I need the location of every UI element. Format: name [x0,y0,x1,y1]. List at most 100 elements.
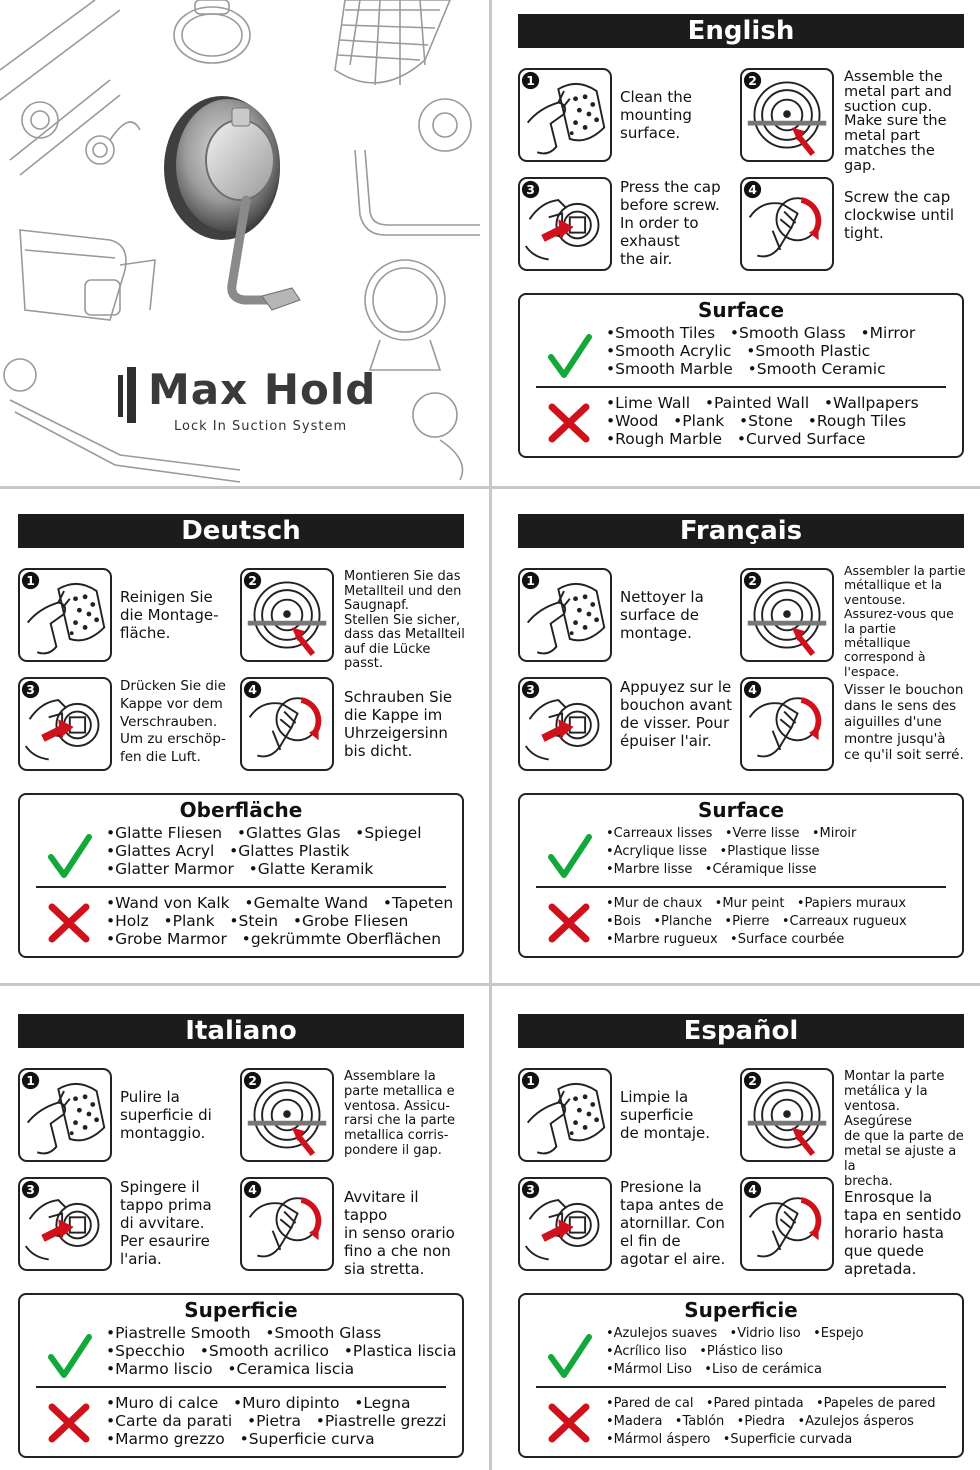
suitable-surface-item: •Marmo liscio •Ceramica liscia [106,1359,355,1378]
wipe-surface-icon: 1 [21,571,106,655]
suitable-surfaces-list: •Azulejos suaves •Vidrio liso •Espejo•Ac… [606,1325,864,1379]
suitable-surface-item: •Carreaux lisses •Verre lisse •Miroir [606,826,857,841]
surface-divider [536,1386,946,1388]
step-1-text: Limpie la superficie de montaje. [620,1088,711,1142]
suitable-surface-item: •Glatte Fliesen •Glattes Glas •Spiegel [106,824,422,842]
screw-cap-icon: 4 [743,680,822,758]
horizontal-divider [0,983,980,986]
step-number-badge [521,680,540,699]
assemble-metal-part-icon: 2 [243,571,327,657]
step-number-badge [21,680,40,699]
step-number-badge [243,571,262,590]
assemble-metal-part-icon: 2 [243,1071,327,1157]
press-cap-icon: 3 [21,1180,100,1261]
checkmark-icon [548,833,592,883]
step-number: 2 [248,1073,257,1088]
surface-title: Oberfläche [179,798,303,822]
suitable-surface-item: •Smooth Tiles •Smooth Glass •Mirror [606,324,916,342]
step-3-illustration: 3 [518,1177,612,1271]
step-number: 2 [748,573,757,588]
step-number-badge [21,1180,40,1199]
unsuitable-surface-item: •Muro di calce •Muro dipinto •Legna [106,1394,411,1412]
surface-divider [536,386,946,388]
step-number-badge [743,1071,762,1090]
step-4-illustration: 4 [740,1177,834,1271]
unsuitable-surface-item: •Carte da parati •Pietra •Piastrelle gre… [106,1411,447,1430]
surface-divider [36,886,446,888]
step-1-text: Pulire la superficie di montaggio. [120,1088,212,1142]
step-number-badge [521,180,540,199]
unsuitable-surface-item: •Mur de chaux •Mur peint •Papiers muraux [606,896,907,911]
horizontal-divider [0,486,980,489]
cross-icon [48,1403,90,1447]
screw-cap-icon: 4 [243,680,322,758]
wipe-surface-icon: 1 [521,71,606,155]
logo-mark-icon [118,367,140,423]
step-3-illustration: 3 [18,677,112,771]
step-number: 3 [526,182,535,197]
press-cap-icon: 3 [521,680,600,761]
step-number-badge [521,71,540,90]
step-4-illustration: 4 [240,677,334,771]
step-number: 3 [526,682,535,697]
suitable-surface-item: •Smooth Acrylic •Smooth Plastic [606,341,871,360]
step-number: 2 [248,573,257,588]
step-2-text: Montieren Sie das Metallteil und den Sau… [344,569,465,672]
step-number: 4 [248,682,257,697]
suitable-surfaces-list: •Glatte Fliesen •Glattes Glas •Spiegel•G… [106,824,422,878]
suitable-surface-item: •Acrílico liso •Plástico liso [606,1344,783,1359]
step-number: 4 [248,1182,257,1197]
vertical-divider [489,0,492,1470]
step-number-badge [521,571,540,590]
step-number: 4 [748,682,757,697]
step-number: 1 [526,1073,535,1088]
step-1-illustration: 1 [518,68,612,162]
step-number: 2 [748,1073,757,1088]
step-1-text: Reinigen Sie die Montage- fläche. [120,588,219,642]
cross-icon [48,903,90,947]
step-1-text: Clean the mounting surface. [620,88,692,142]
step-number-badge [21,1071,40,1090]
step-2-text: Assembler la partie métallique et la ven… [844,563,966,679]
unsuitable-surface-item: •Wood •Plank •Stone •Rough Tiles [606,411,907,430]
step-2-illustration: 2 [240,1068,334,1162]
suitable-surface-item: •Specchio •Smooth acrilico •Plastica lis… [106,1341,457,1360]
assemble-metal-part-icon: 2 [743,71,827,157]
surface-compatibility-box: Superficie •Azulejos suaves •Vidrio liso … [518,1293,964,1458]
wipe-surface-icon: 1 [521,1071,606,1155]
cross-icon [548,403,590,447]
screw-cap-icon: 4 [243,1180,322,1258]
step-number: 2 [748,73,757,88]
step-1-illustration: 1 [18,1068,112,1162]
brand-tagline: Lock In Suction System [174,419,348,434]
step-1-illustration: 1 [518,568,612,662]
step-4-text: Schrauben Sie die Kappe im Uhrzeigersinn… [344,688,453,760]
step-number-badge [521,1071,540,1090]
section-title: Español [518,1014,964,1048]
step-2-illustration: 2 [240,568,334,662]
surface-compatibility-box: Oberfläche•Glatte Fliesen •Glattes Glas … [18,793,464,958]
checkmark-icon [48,833,92,883]
step-2-illustration: 2 [740,1068,834,1162]
section-title: Italiano [18,1014,464,1048]
step-3-text: Spingere il tappo prima di avvitare. Per… [120,1178,212,1268]
unsuitable-surface-item: •Holz •Plank •Stein •Grobe Fliesen [106,911,409,930]
unsuitable-surface-item: •Bois •Planche •Pierre •Carreaux rugueux [606,914,907,929]
step-4-illustration: 4 [240,1177,334,1271]
step-2-text: Assemblare la parte metallica e ventosa.… [344,1069,456,1159]
step-1-illustration: 1 [518,1068,612,1162]
section-title: Deutsch [18,514,464,548]
step-3-text: Presione la tapa antes de atornillar. Co… [620,1178,726,1268]
step-4-text: Enrosque la tapa en sentido horario hast… [844,1188,962,1278]
unsuitable-surface-item: •Wand von Kalk •Gemalte Wand •Tapeten [106,894,454,912]
suitable-surfaces-list: •Carreaux lisses •Verre lisse •Miroir•Ac… [606,825,856,879]
suitable-surface-item: •Glattes Acryl •Glattes Plastik [106,841,350,860]
unsuitable-surfaces-list: •Mur de chaux •Mur peint •Papiers muraux… [606,895,907,949]
step-2-illustration: 2 [740,568,834,662]
step-3-text: Appuyez sur le bouchon avant de visser. … [620,678,733,750]
assemble-metal-part-icon: 2 [743,1071,827,1157]
step-3-text: Press the cap before screw. In order to … [620,178,721,268]
surface-title: Superficie [684,1298,798,1322]
step-number: 1 [26,1073,35,1088]
unsuitable-surfaces-list: •Lime Wall •Painted Wall •Wallpapers•Woo… [606,394,919,448]
